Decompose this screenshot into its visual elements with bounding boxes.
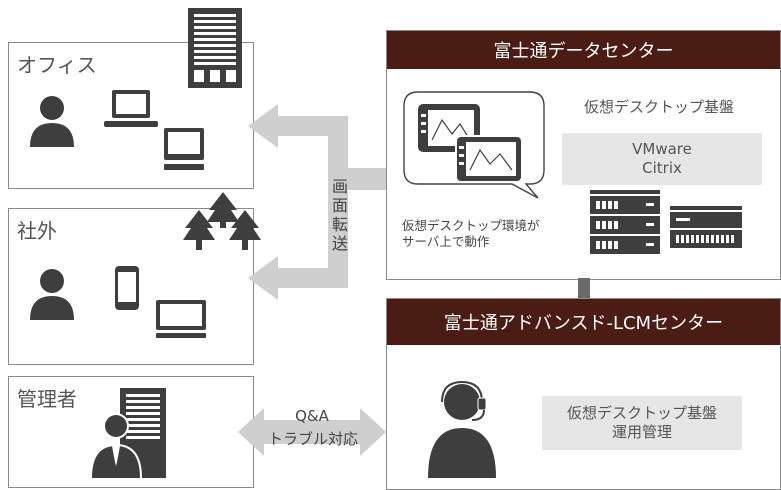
trouble-label: トラブル対応 xyxy=(267,430,358,448)
person-icon xyxy=(30,269,74,320)
operator-headset-icon xyxy=(428,378,496,478)
ops-panel-line-2: 運用管理 xyxy=(611,423,672,441)
vdi-base-label: 仮想デスクトップ基盤 xyxy=(584,98,735,116)
outside-title: 社外 xyxy=(17,219,57,243)
screen-transfer-char-2: 面 xyxy=(331,196,348,215)
screen-transfer-char-1: 画 xyxy=(331,177,348,196)
datacenter-header: 富士通データセンター xyxy=(387,31,780,69)
lcm-center-header: 富士通アドバンスド-LCMセンター xyxy=(387,299,780,345)
ops-panel-line-1: 仮想デスクトップ基盤 xyxy=(566,404,717,422)
virtual-desktop-bubble-icon xyxy=(403,91,545,199)
server-note: 仮想デスクトップ環境が サーバ上で動作 xyxy=(402,218,577,250)
admin-title: 管理者 xyxy=(17,387,77,411)
monitor-icon xyxy=(156,300,206,338)
platform-citrix: Citrix xyxy=(642,159,682,177)
smartphone-icon xyxy=(115,266,139,310)
office-title: オフィス xyxy=(17,53,97,77)
tree-icon xyxy=(183,192,261,250)
screen-transfer-char-4: 送 xyxy=(331,234,348,253)
platform-panel: VMware Citrix xyxy=(562,133,762,185)
business-person-icon xyxy=(90,388,166,478)
qa-double-arrow xyxy=(238,408,386,456)
screen-transfer-char-3: 転 xyxy=(331,215,348,234)
building-icon xyxy=(188,8,242,88)
laptop-icon xyxy=(104,90,158,127)
platform-vmware: VMware xyxy=(632,140,692,158)
server-note-line-1: 仮想デスクトップ環境が xyxy=(402,218,540,233)
person-icon xyxy=(30,96,74,147)
monitor-icon xyxy=(164,128,204,170)
center-connector xyxy=(578,278,590,298)
qa-label: Q&A xyxy=(295,407,329,425)
server-rack-icon xyxy=(590,190,660,254)
server-rack-icon xyxy=(670,206,742,248)
ops-management-panel: 仮想デスクトップ基盤 運用管理 xyxy=(542,396,742,450)
screen-transfer-arrow xyxy=(248,104,390,300)
server-note-line-2: サーバ上で動作 xyxy=(402,234,490,249)
